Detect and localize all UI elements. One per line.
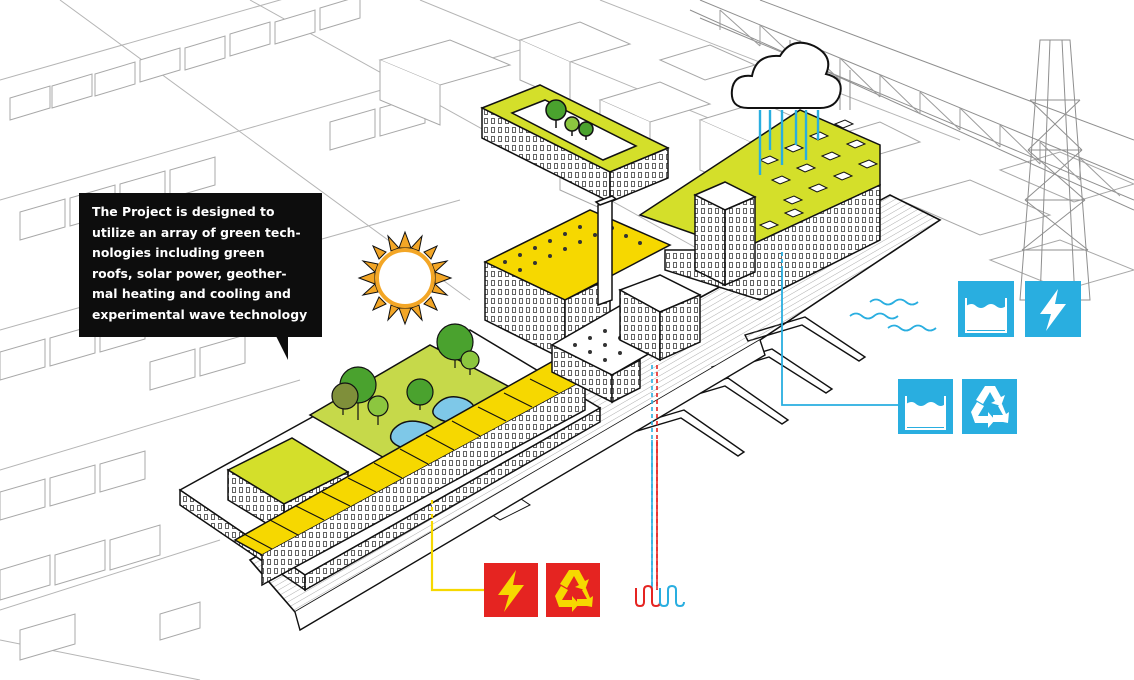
lightning-icon	[484, 563, 538, 617]
callout-box	[79, 193, 322, 337]
callout-text: The Project is designed to utilize an ar…	[92, 202, 316, 326]
rain-cloud-icon	[730, 41, 842, 175]
waves-icon	[849, 298, 937, 332]
refinery-building	[483, 195, 702, 404]
recycle-icon	[546, 563, 600, 617]
sun-icon	[357, 230, 453, 326]
callout-pointer	[276, 336, 288, 360]
south-building	[178, 329, 602, 592]
water-tank-recycle-icon	[898, 379, 1017, 434]
north-courtyard-building	[480, 84, 670, 204]
solar-line	[430, 525, 484, 592]
callout-line: mal heating and cooling and	[92, 286, 291, 302]
callout-line: utilize an array of green tech-	[92, 224, 301, 240]
north-building	[638, 109, 881, 301]
service-lines	[430, 250, 898, 592]
park-trees	[331, 323, 480, 425]
callout-line: experimental wave technology	[92, 306, 308, 322]
callout-line: nologies including green	[92, 245, 265, 261]
geothermal-loop-icon	[635, 584, 685, 608]
callout-line: The Project is designed to	[92, 204, 275, 219]
callout-line: roofs, solar power, geother-	[92, 265, 287, 281]
water-recycle-line	[781, 270, 898, 406]
water-tank-lightning-icon	[958, 281, 1081, 337]
